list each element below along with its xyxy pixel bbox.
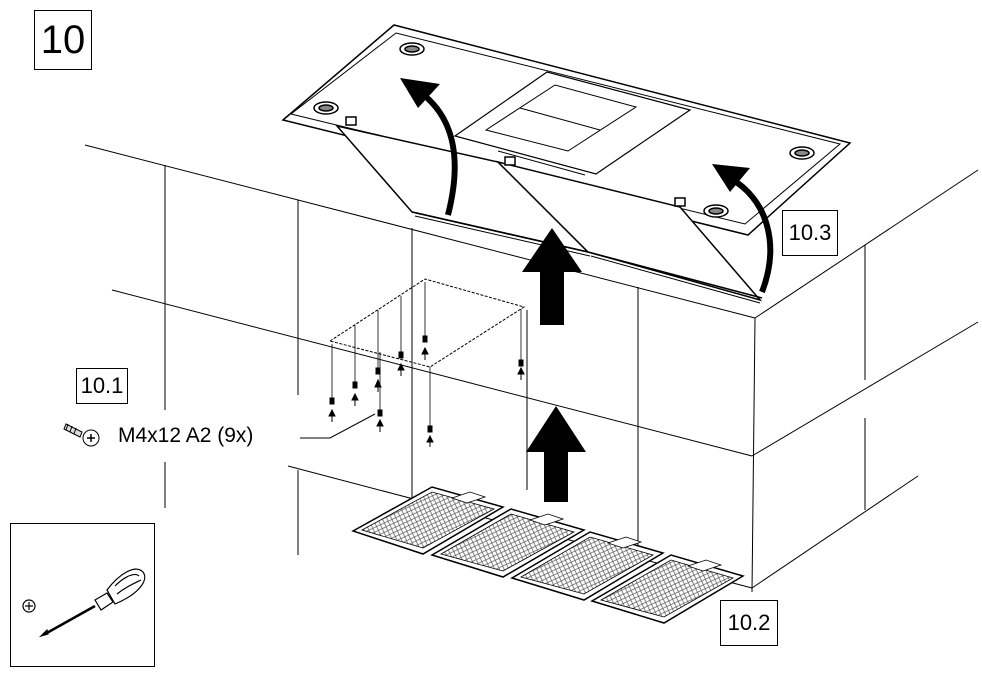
ceiling-lines (84, 144, 979, 593)
push-up-arrows (522, 228, 586, 502)
screw-mark (421, 335, 429, 360)
label-filter-screws: 10.1 (76, 368, 128, 404)
screw-mark (376, 409, 384, 432)
tool-panel (10, 523, 155, 667)
screw-icon (63, 423, 100, 447)
hood-flaps (334, 116, 763, 304)
grease-filter (351, 486, 505, 555)
screw-mark (374, 367, 382, 392)
step-number: 10 (34, 10, 92, 70)
label-grease-filters: 10.2 (720, 600, 778, 646)
screw-plate (328, 278, 526, 428)
screw-leader-line (300, 413, 376, 439)
grease-filter (430, 508, 586, 578)
screw-mark (351, 381, 359, 406)
label-flaps: 10.3 (782, 210, 838, 256)
screw-mark (517, 359, 525, 380)
screw-mark (426, 425, 434, 447)
screw-mark (397, 351, 405, 376)
screwdriver-icon (22, 568, 146, 638)
screws (328, 335, 525, 447)
grease-filter (590, 554, 745, 624)
hood-body (281, 24, 852, 236)
screw-spec: M4x12 A2 (9x) (118, 424, 254, 447)
flap-arrows (400, 78, 774, 294)
grease-filters (351, 486, 745, 624)
screw-mark (328, 397, 336, 422)
grease-filter (510, 531, 665, 601)
